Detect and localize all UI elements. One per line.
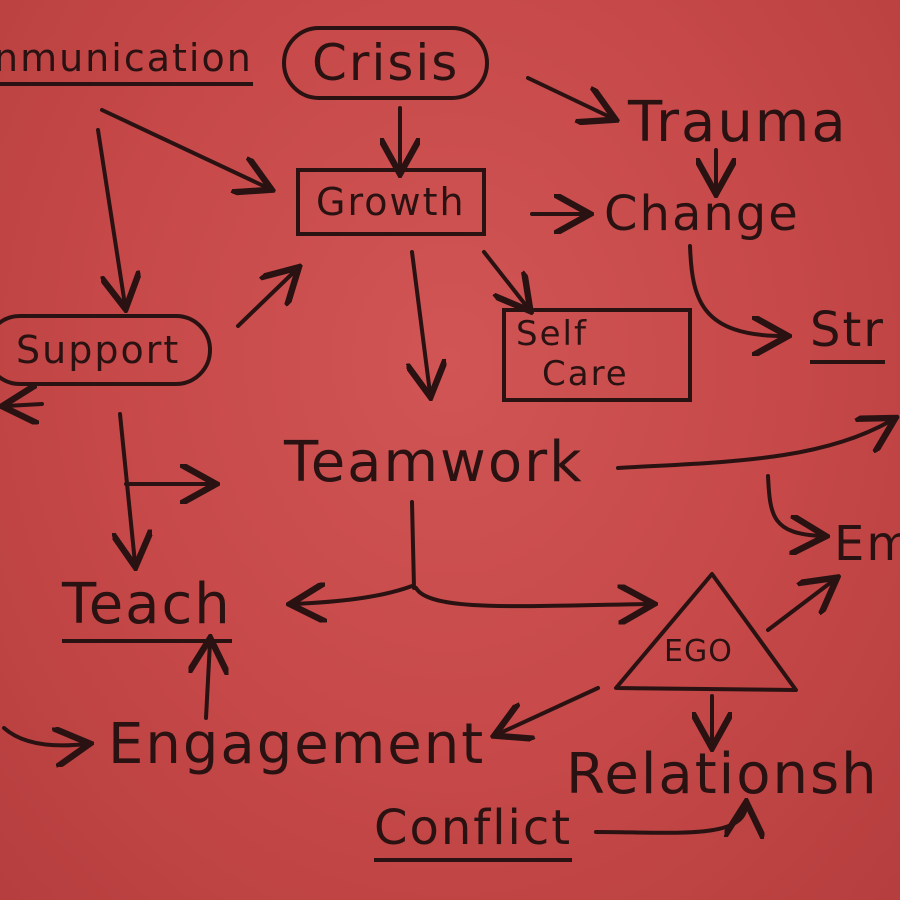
node-relationship: Relationsh (566, 742, 879, 807)
node-growth: Growth (296, 168, 486, 236)
arrow-communication-growth (100, 108, 268, 188)
arrow-growth-teamwork (412, 250, 430, 393)
node-self-care: Self Care (502, 308, 692, 402)
arrow-communication-support (96, 128, 125, 305)
node-support: Support (0, 314, 213, 386)
arrow-teamwork-teach (294, 586, 414, 604)
arrow-support-growth (236, 270, 296, 328)
node-ego: EGO (664, 634, 733, 669)
node-change: Change (604, 186, 800, 242)
arrow-teamwork-split (410, 500, 416, 590)
node-stress: Str (810, 302, 886, 364)
node-teamwork: Teamwork (284, 430, 584, 495)
node-crisis: Crisis (282, 26, 490, 100)
arrow-conflict-relationship (594, 806, 746, 833)
arrow-teamwork-ego (414, 588, 650, 606)
arrow-left-engagement (2, 728, 86, 745)
arrow-ego-engagement (498, 686, 600, 734)
arrow-teamwork-stress (616, 420, 892, 470)
node-communication: nmunication (0, 36, 253, 86)
node-trauma: Trauma (628, 90, 848, 155)
arrow-support-teach (120, 412, 135, 563)
arrow-ego-em (766, 580, 834, 632)
arrow-teamwork-em (766, 474, 822, 536)
arrow-support-left (6, 404, 44, 406)
node-conflict: Conflict (374, 800, 573, 862)
node-engagement: Engagement (108, 712, 486, 777)
arrow-growth-selfcare (482, 250, 528, 308)
ego-triangle (614, 572, 798, 692)
node-teach: Teach (62, 572, 232, 643)
arrow-engagement-teach (206, 642, 210, 720)
self-care-line1: Self (516, 314, 588, 354)
arrow-crisis-trauma (526, 76, 612, 118)
node-em: Em (834, 516, 900, 572)
arrow-change-stress (688, 244, 784, 336)
self-care-line2: Care (542, 354, 629, 394)
